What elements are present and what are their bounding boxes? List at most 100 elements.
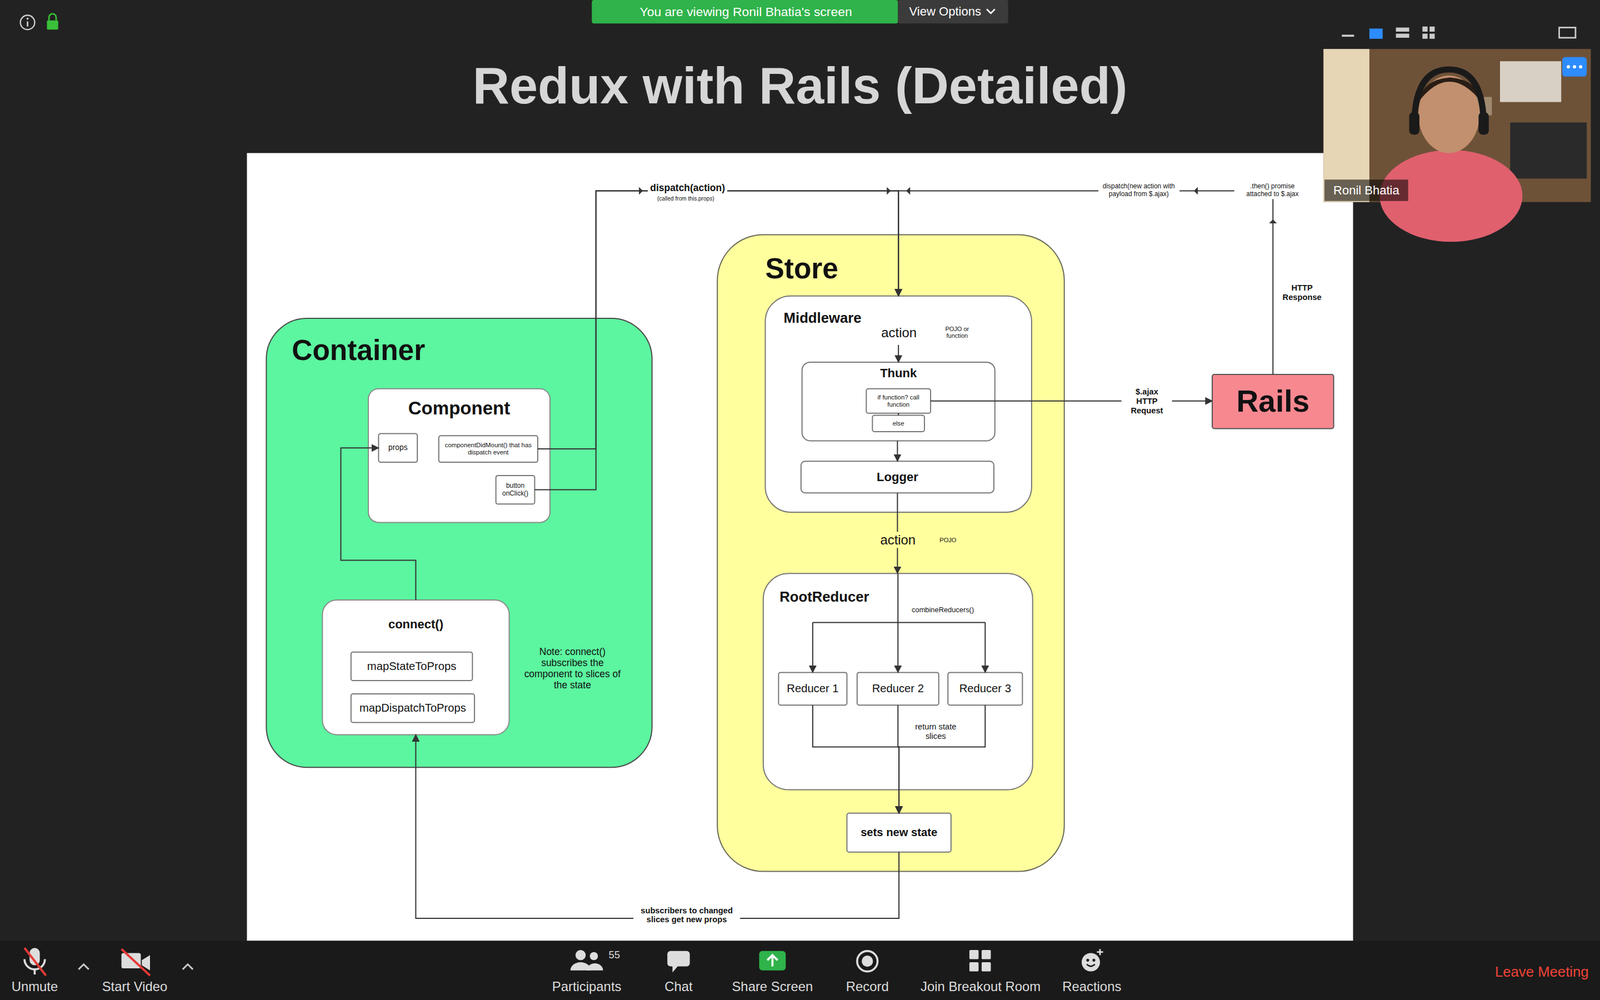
diagram-label: Unmute [11, 978, 59, 994]
node-text: connect() [322, 617, 509, 632]
node-text: button onClick() [498, 482, 533, 498]
diagram-label: action [881, 325, 917, 340]
reducer-box-shape [778, 672, 847, 705]
node-text: Component [368, 397, 550, 419]
rails-box: Rails [1212, 374, 1334, 429]
node-text: Rails [1236, 383, 1310, 419]
camera-icon [121, 948, 150, 976]
diagram-label: Participants [552, 978, 622, 994]
connect-box-shape [322, 600, 509, 735]
connector-line [896, 440, 898, 462]
diagram-label: combineReducers() [909, 605, 977, 615]
container-box: ContainerComponentpropscomponentDidMount… [266, 318, 652, 768]
flow-line [897, 345, 899, 363]
node-text: sets new state [860, 826, 938, 839]
view-controls [1341, 26, 1576, 39]
logger-box: Logger [801, 461, 994, 493]
diagram-label: Ronil Bhatia [1333, 183, 1400, 198]
flow-line [897, 622, 899, 673]
props-box: props [378, 433, 418, 463]
flow-line [812, 622, 814, 673]
arrow-head [1193, 186, 1198, 195]
view-controls [1396, 27, 1410, 32]
props-box-shape [378, 433, 418, 463]
video-tile [1572, 65, 1577, 69]
slide-ground [246, 153, 1353, 942]
diagram-label: 55 [608, 949, 620, 962]
node-text: Middleware [783, 310, 1032, 327]
video-tile [1323, 48, 1591, 242]
diagram-label: dispatch(action) [647, 181, 728, 194]
condition-box: if function? call function [866, 388, 931, 414]
component-box-shape [368, 388, 550, 523]
connector-line [812, 705, 899, 814]
component-box: ComponentpropscomponentDidMount() that h… [368, 388, 550, 523]
flow-line [812, 621, 985, 623]
node-text: props [388, 443, 408, 453]
caret-icon [78, 964, 89, 970]
chat-icon [667, 951, 690, 973]
toolbar-ground [0, 940, 1600, 1000]
node-text: Store [765, 252, 1065, 285]
connector-line [898, 705, 985, 814]
diagram-label: return state slices [905, 722, 967, 742]
share-banner [591, 0, 1008, 24]
status-icons [48, 13, 57, 21]
node-text: Reducer 2 [872, 682, 924, 695]
reducer-box: Reducer 3 [947, 672, 1023, 705]
container-box-shape [266, 318, 652, 768]
chat-icon [672, 965, 679, 973]
diagram-label: action [877, 531, 918, 548]
share-banner [897, 0, 1008, 24]
rails-box-shape [1212, 374, 1334, 429]
camera-icon [121, 948, 150, 976]
video-tile [1566, 65, 1570, 69]
breakout-icon [969, 950, 979, 960]
video-tile [1323, 48, 1370, 203]
record-icon [857, 951, 878, 972]
status-icons [26, 17, 29, 20]
node-text: if function? call function [868, 393, 928, 409]
view-controls [1429, 33, 1435, 39]
status-icons [20, 15, 35, 30]
root-reducer-box: RootReducerReducer 1Reducer 2Reducer 3 [763, 573, 1033, 790]
reactions-icon [1086, 964, 1095, 967]
diagram-label: Chat [664, 978, 693, 994]
arrow-head [1268, 219, 1277, 224]
state-box: sets new state [846, 813, 951, 853]
diagram-label: Leave Meeting [1495, 964, 1589, 982]
reducer-box: Reducer 2 [857, 672, 939, 705]
view-controls [1559, 27, 1576, 38]
record-icon [861, 955, 873, 967]
video-tile [1414, 69, 1484, 121]
diagram-label: Record [846, 978, 889, 994]
diagram-label: POJO or function [936, 325, 978, 340]
participants-icon [590, 952, 599, 961]
video-tile [1562, 57, 1587, 77]
view-controls [1422, 33, 1428, 39]
status-icons [46, 20, 58, 30]
condition-box-shape [866, 388, 931, 414]
view-controls [1369, 28, 1383, 39]
connector-line [534, 191, 899, 490]
reactions-icon [1086, 958, 1089, 962]
view-controls [1396, 33, 1410, 38]
participants-icon [575, 950, 586, 960]
diagram-label: View Options [909, 4, 982, 19]
diagram-label: Reactions [1062, 978, 1122, 994]
function-box-shape [351, 652, 473, 681]
chat-icon [667, 951, 690, 967]
diagram-label: dispatch(new action with payload from $.… [1098, 182, 1180, 199]
share-banner [591, 0, 898, 24]
function-box: mapDispatchToProps [351, 693, 475, 723]
connector-line [341, 447, 417, 600]
reducer-box-shape [947, 672, 1023, 705]
diagram-label: (called from this.props) [657, 195, 715, 203]
store-box-shape [717, 234, 1064, 872]
reducer-box-shape [857, 672, 939, 705]
arrow-head [886, 186, 891, 195]
reactions-icon [1096, 948, 1103, 955]
mic-icon [33, 969, 37, 975]
reducer-box: Reducer 1 [778, 672, 847, 705]
